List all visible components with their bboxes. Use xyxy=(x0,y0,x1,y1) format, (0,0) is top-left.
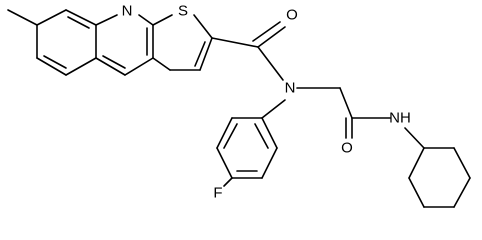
atom-label-nitrogen-ring: N xyxy=(122,3,133,20)
bond-ch2-to-carbonyl xyxy=(339,87,353,119)
thiophene-ring xyxy=(152,14,213,71)
molecule-drawing: N S O N O NH F xyxy=(7,3,471,208)
atom-label-sulfur: S xyxy=(178,3,188,20)
atom-label-fluorine: F xyxy=(213,185,222,202)
structure-canvas: N S O N O NH F xyxy=(7,3,471,208)
bond-ring-to-carbonyl xyxy=(211,37,259,48)
benzene-ring xyxy=(36,9,97,76)
bond-n-to-aryl xyxy=(261,99,286,119)
atom-label-nitrogen-amide: N xyxy=(285,80,296,97)
bond-carbonyl-double-inner xyxy=(252,21,281,42)
bond-carbonyl-to-n xyxy=(257,46,284,81)
bond-aryl-to-f xyxy=(223,177,233,187)
bond-nh-to-cyclohexyl xyxy=(404,127,425,149)
bond-methyl xyxy=(7,9,38,26)
cyclohexane-ring xyxy=(408,147,471,208)
bond-carbonyl-double xyxy=(257,26,286,48)
fluorophenyl-ring xyxy=(216,117,278,179)
atom-label-oxygen-amide: O xyxy=(286,7,298,24)
pyridine-ring xyxy=(95,14,154,76)
atom-label-oxygen-glycine: O xyxy=(341,140,353,157)
atom-label-nh: NH xyxy=(389,110,411,127)
